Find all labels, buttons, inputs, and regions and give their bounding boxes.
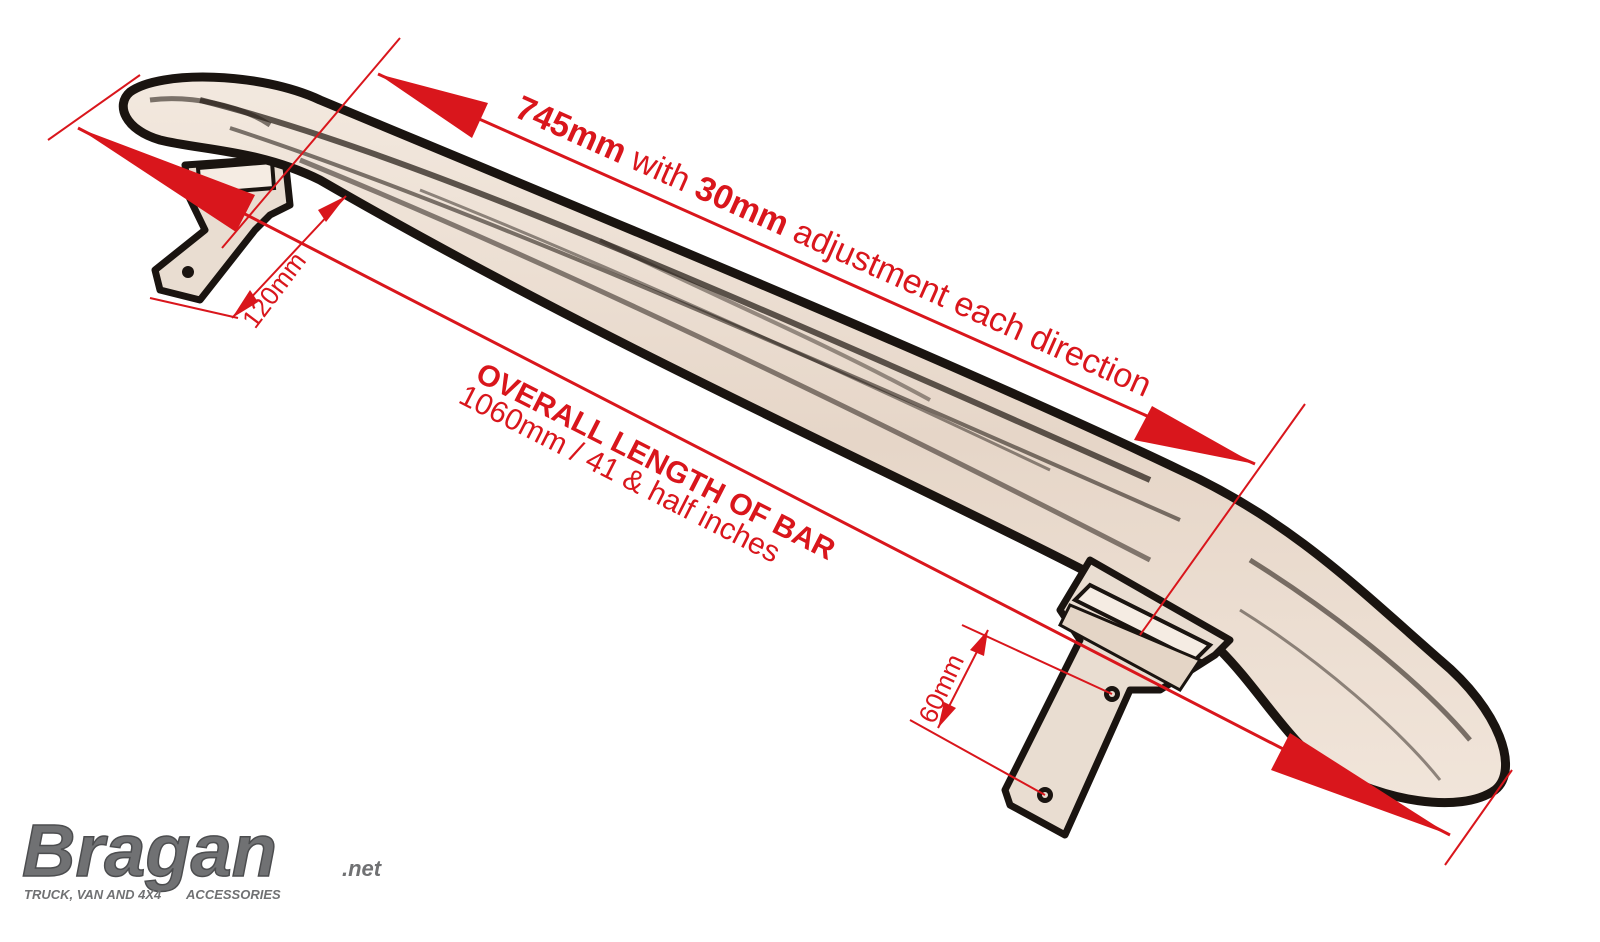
bracket-hole xyxy=(182,266,194,278)
rail-bar xyxy=(118,72,1511,808)
arrowhead-right xyxy=(1134,406,1255,464)
logo-tagline: TRUCK, VAN AND 4X4 ACCESSORIES xyxy=(24,887,281,902)
overall-dimension-line xyxy=(77,126,1451,837)
bracket-height-label: 120mm xyxy=(236,246,312,333)
overall-arrowhead-left xyxy=(78,128,255,232)
bragan-logo: Bragan .net TRUCK, VAN AND 4X4 ACCESSORI… xyxy=(21,808,383,902)
overall-arrowhead-right xyxy=(1271,733,1450,835)
right-mounting-bracket xyxy=(1001,556,1234,839)
logo-wordmark: Bragan xyxy=(22,809,277,892)
logo-tld: .net xyxy=(342,856,383,881)
arrowhead-left xyxy=(378,74,488,138)
hole-spacing-label: 60mm xyxy=(912,649,970,727)
adjustment-dimension-line xyxy=(377,72,1256,466)
